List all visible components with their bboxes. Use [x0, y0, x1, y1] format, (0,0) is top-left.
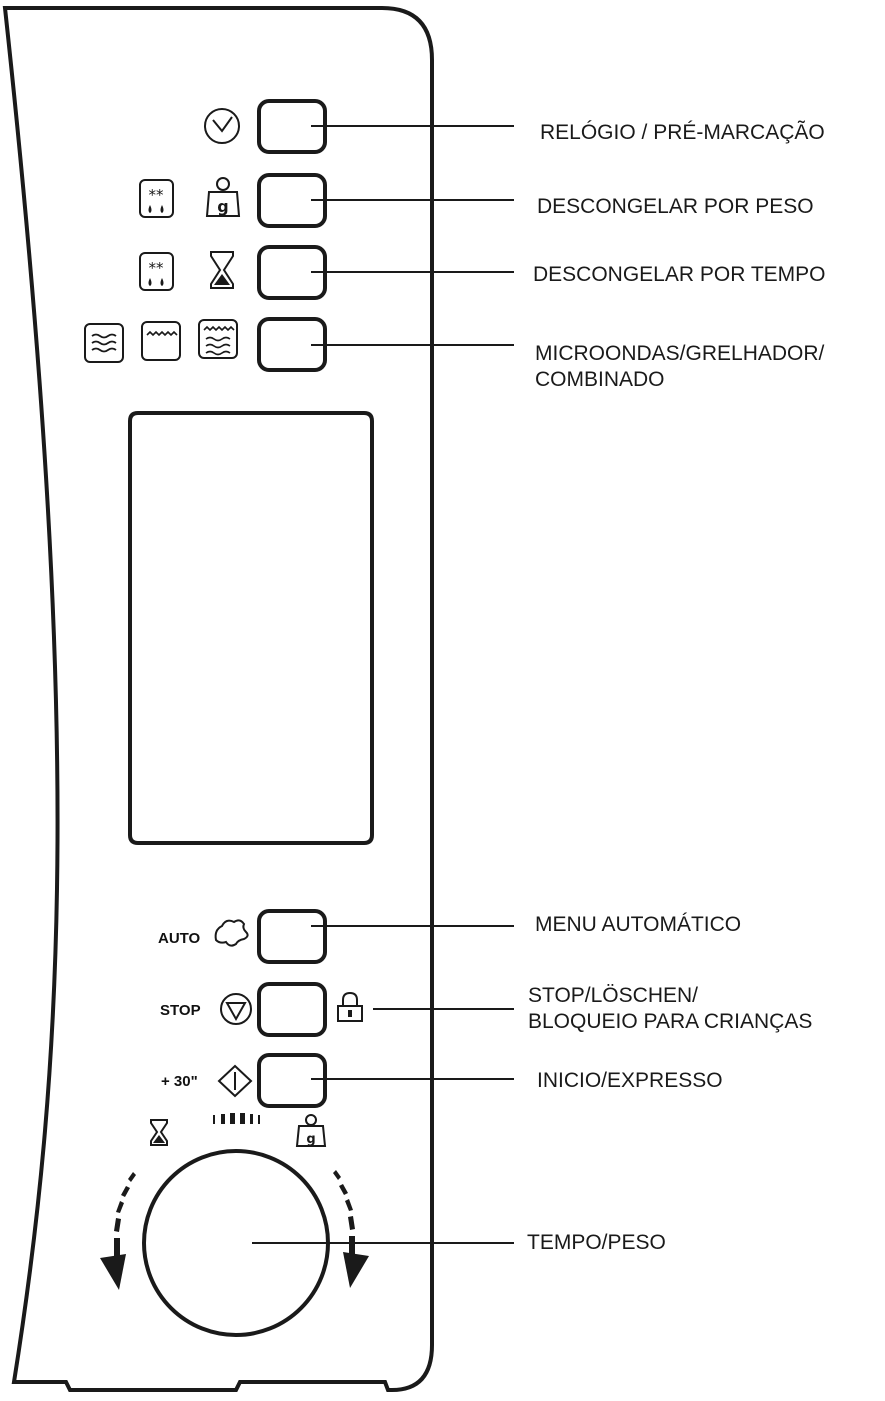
weight-icon: g	[295, 1114, 327, 1147]
microwave-icon	[84, 323, 124, 363]
grill-icon	[141, 321, 181, 361]
defrost-icon: **	[139, 252, 174, 291]
scale-marks	[213, 1113, 260, 1124]
clock-icon	[204, 108, 240, 144]
dial-callout-line: TEMPO/PESO	[527, 1231, 666, 1254]
svg-text:**: **	[149, 186, 165, 204]
defrost-time-callout: DESCONGELAR POR TEMPO	[533, 262, 826, 288]
start-button[interactable]	[257, 1053, 327, 1108]
display-window	[128, 411, 374, 845]
stop-label: STOP	[160, 1002, 201, 1019]
clock-callout: RELÓGIO / PRÉ-MARCAÇÃO	[540, 120, 825, 146]
stop-callout-line: STOP/LÖSCHEN/	[528, 984, 698, 1007]
defrost-weight-callout: DESCONGELAR POR PESO	[537, 194, 814, 220]
mode-callout-line: COMBINADO	[535, 368, 665, 391]
weight-icon: g	[205, 177, 241, 217]
auto-menu-button[interactable]	[257, 909, 327, 964]
hourglass-icon	[150, 1119, 168, 1146]
svg-text:g: g	[306, 1132, 315, 1147]
start-callout-line: INICIO/EXPRESSO	[537, 1069, 723, 1092]
start-icon	[217, 1064, 253, 1098]
leader-lines	[252, 125, 514, 1244]
mode-callout-line: MICROONDAS/GRELHADOR/	[535, 342, 825, 365]
clock-callout-line: RELÓGIO / PRÉ-MARCAÇÃO	[540, 121, 825, 144]
stop-icon	[220, 993, 252, 1025]
rotate-right-arrow-icon	[333, 1170, 369, 1288]
defrost-icon: **	[139, 179, 174, 218]
rotate-left-arrow-icon	[100, 1172, 136, 1290]
dial-callout: TEMPO/PESO	[527, 1230, 666, 1256]
stop-button[interactable]	[257, 982, 327, 1037]
start-callout: INICIO/EXPRESSO	[537, 1068, 723, 1094]
mode-callout: MICROONDAS/GRELHADOR/ COMBINADO	[535, 341, 824, 393]
combi-icon	[198, 319, 238, 359]
defrost-time-callout-line: DESCONGELAR POR TEMPO	[533, 263, 826, 286]
hourglass-icon	[210, 251, 234, 289]
chicken-icon	[214, 919, 249, 947]
svg-text:**: **	[149, 259, 165, 277]
start-label: + 30"	[161, 1073, 198, 1090]
defrost-weight-callout-line: DESCONGELAR POR PESO	[537, 195, 814, 218]
stop-callout: STOP/LÖSCHEN/ BLOQUEIO PARA CRIANÇAS	[528, 983, 812, 1035]
auto-menu-callout-line: MENU AUTOMÁTICO	[535, 913, 742, 936]
auto-label: AUTO	[158, 930, 201, 947]
auto-menu-callout: MENU AUTOMÁTICO	[535, 912, 741, 938]
lock-icon	[337, 991, 363, 1022]
svg-text:g: g	[217, 197, 228, 216]
stop-callout-line: BLOQUEIO PARA CRIANÇAS	[528, 1010, 813, 1033]
